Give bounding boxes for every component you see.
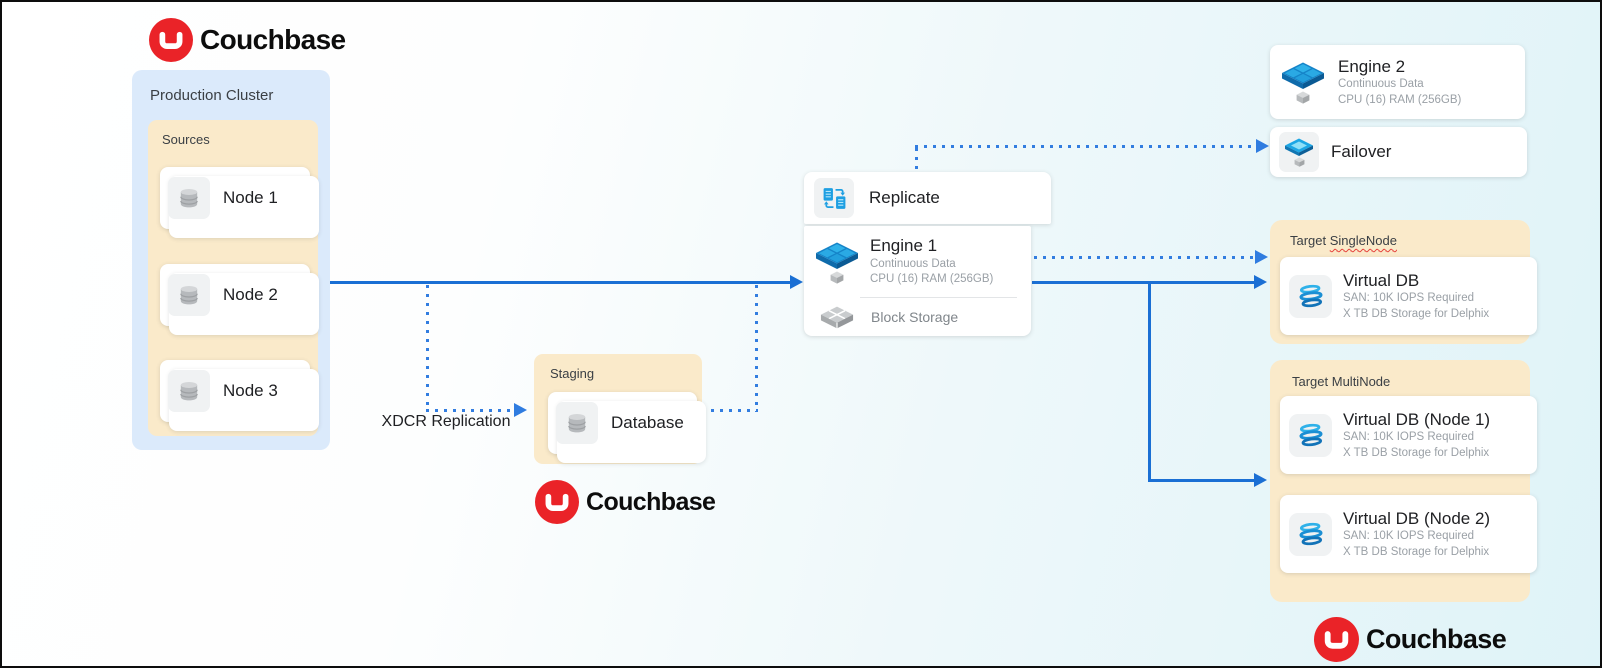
couchbase-logo-bottom-right: Couchbase: [1314, 617, 1507, 662]
xdcr-dotted-vertical: [426, 285, 429, 411]
virtual-db-node1-title: Virtual DB (Node 1): [1343, 409, 1491, 429]
arrow-cluster-to-engine-line: [320, 281, 790, 284]
engine2-card: Engine 2 Continuous Data CPU (16) RAM (2…: [1270, 45, 1525, 119]
engine-cubes-icon: [814, 240, 860, 284]
virtual-db-node1-subtitle1: SAN: 10K IOPS Required: [1343, 431, 1475, 444]
engine1-card: Engine 1 Continuous Data CPU (16) RAM (2…: [804, 226, 1031, 336]
database-icon: [168, 370, 210, 412]
failover-icon: [1279, 132, 1319, 172]
couchbase-icon: [535, 480, 579, 524]
engine2-subtitle2: CPU (16) RAM (256GB): [1338, 93, 1462, 106]
engine-to-single-head: [1254, 275, 1267, 289]
engine2-subtitle1: Continuous Data: [1338, 78, 1424, 91]
target-singlenode-label-word: SingleNode: [1329, 233, 1397, 248]
virtual-db-icon: [1289, 512, 1332, 556]
couchbase-icon: [1314, 617, 1359, 662]
node-label: Node 3: [223, 381, 278, 400]
xdcr-arrow-head: [514, 403, 527, 417]
database-icon: [168, 274, 210, 316]
sources-label: Sources: [162, 132, 210, 147]
virtual-db-icon: [1289, 274, 1332, 318]
target-singlenode-label-prefix: Target: [1290, 233, 1330, 248]
database-icon: [168, 177, 210, 219]
target-multinode-label: Target MultiNode: [1292, 374, 1391, 389]
virtual-db-subtitle1: SAN: 10K IOPS Required: [1343, 292, 1475, 305]
virtual-db-node2-title: Virtual DB (Node 2): [1343, 508, 1491, 528]
staging-database-label: Database: [611, 413, 684, 432]
virtual-db-card: Virtual DB SAN: 10K IOPS Required X TB D…: [1280, 257, 1537, 335]
replicate-label: Replicate: [869, 188, 940, 208]
block-storage-label: Block Storage: [871, 309, 959, 325]
replicate-icon: [814, 178, 854, 218]
virtual-db-icon: [1289, 413, 1332, 457]
production-cluster-title: Production Cluster: [150, 87, 274, 104]
arrow-cluster-to-engine-head: [790, 275, 803, 289]
couchbase-logo-top-left: Couchbase: [149, 18, 346, 62]
node-label: Node 1: [223, 188, 278, 207]
engine-to-multi-line: [1148, 479, 1254, 482]
engine-cubes-icon: [1278, 60, 1328, 104]
failover-dotted-horizontal: [915, 145, 1256, 148]
couchbase-icon: [149, 18, 193, 62]
virtual-db-node1-card: Virtual DB (Node 1) SAN: 10K IOPS Requir…: [1280, 396, 1537, 474]
virtual-db-subtitle2: X TB DB Storage for Delphix: [1343, 307, 1490, 320]
target-singlenode-label: Target SingleNode: [1290, 233, 1397, 248]
failover-label: Failover: [1331, 142, 1392, 162]
virtual-db-node2-subtitle1: SAN: 10K IOPS Required: [1343, 530, 1475, 543]
engine-to-single-dotted-head: [1255, 250, 1268, 264]
couchbase-wordmark: Couchbase: [586, 487, 716, 516]
virtual-db-node2-subtitle2: X TB DB Storage for Delphix: [1343, 545, 1490, 558]
engine1-subtitle2: CPU (16) RAM (256GB): [870, 273, 994, 286]
block-storage-icon: [816, 304, 858, 331]
engine-to-single-line: [1032, 281, 1254, 284]
small-cube-icon: [830, 271, 844, 284]
virtual-db-title: Virtual DB: [1343, 270, 1420, 290]
target-multinode-box: Target MultiNode Virtual DB (Node 1) SAN…: [1270, 360, 1537, 602]
engine2-title: Engine 2: [1338, 56, 1406, 76]
small-cube-icon: [1294, 157, 1304, 167]
failover-arrow-head: [1256, 139, 1269, 153]
engine1-divider: [860, 297, 1017, 298]
couchbase-wordmark: Couchbase: [200, 24, 346, 55]
staging-return-dotted-horizontal: [702, 409, 758, 412]
database-icon: [556, 402, 598, 444]
couchbase-logo-staging: Couchbase: [535, 480, 716, 524]
engine-to-single-dotted: [1034, 256, 1255, 259]
node-card: Node 1: [160, 167, 319, 238]
virtual-db-node2-card: Virtual DB (Node 2) SAN: 10K IOPS Requir…: [1280, 495, 1537, 573]
replicate-card: Replicate: [804, 172, 1051, 224]
staging-label: Staging: [550, 366, 595, 381]
small-cube-icon: [1296, 91, 1310, 104]
node-card: Node 2: [160, 264, 319, 335]
staging-database-card: Database: [548, 392, 706, 463]
engine1-subtitle1: Continuous Data: [870, 257, 956, 270]
node-label: Node 2: [223, 285, 278, 304]
failover-card: Failover: [1270, 127, 1527, 177]
target-singlenode-box: Target SingleNode Virtual DB SAN: 10K IO…: [1270, 220, 1537, 344]
engine1-title: Engine 1: [870, 236, 938, 256]
couchbase-wordmark: Couchbase: [1366, 624, 1507, 654]
node-card: Node 3: [160, 360, 319, 431]
failover-dotted-vertical: [915, 148, 918, 172]
engine-to-multi-head: [1254, 473, 1267, 487]
engine-to-multi-vertical: [1148, 281, 1151, 482]
xdcr-dotted-horizontal: [426, 409, 514, 412]
virtual-db-node1-subtitle2: X TB DB Storage for Delphix: [1343, 446, 1490, 459]
staging-return-dotted-vertical: [755, 285, 758, 412]
xdcr-replication-label: XDCR Replication: [381, 413, 511, 430]
